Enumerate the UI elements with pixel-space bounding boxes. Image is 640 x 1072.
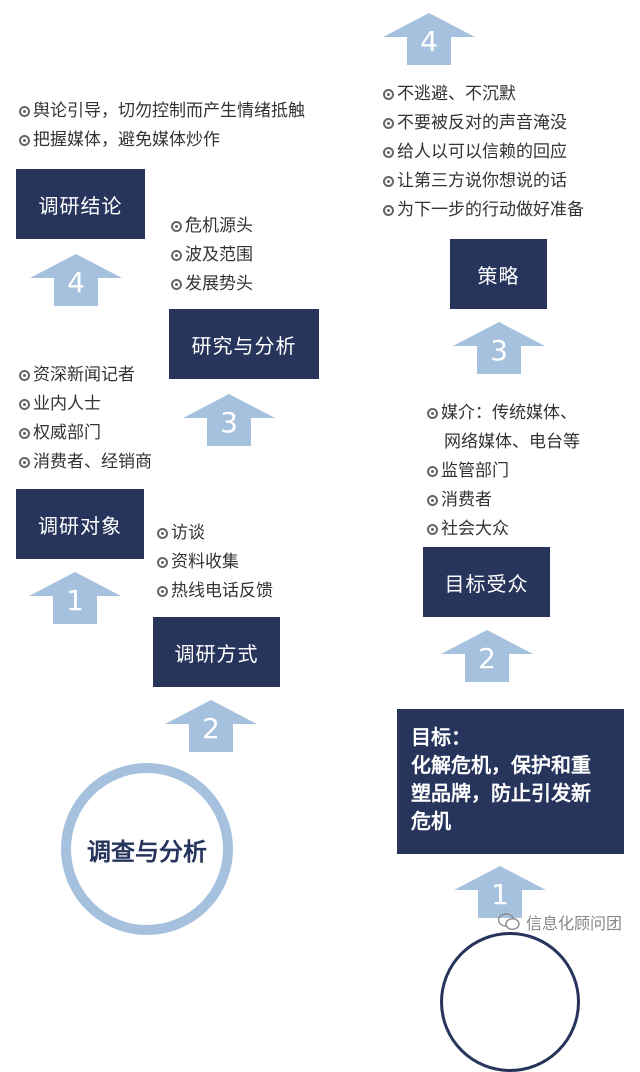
box-survey-method: 调研方式 xyxy=(153,617,280,687)
step-arrow-right-1: 1 xyxy=(454,866,546,918)
partial-circle-decoration xyxy=(440,932,580,1072)
list-item: 网络媒体、电台等 xyxy=(444,432,580,452)
list-item: 消费者 xyxy=(427,486,580,515)
bullet-icon xyxy=(171,279,182,290)
list-item: 热线电话反馈 xyxy=(157,577,273,606)
list-strategy: 不逃避、不沉默 不要被反对的声音淹没 给人以可以信赖的回应 让第三方说你想说的话… xyxy=(383,80,584,225)
wechat-icon xyxy=(497,913,520,931)
list-item: 媒介：传统媒体、 xyxy=(427,399,580,428)
goal-text: 化解危机，保护和重塑品牌，防止引发新危机 xyxy=(411,753,591,833)
list-target-audience: 媒介：传统媒体、 网络媒体、电台等 监管部门 消费者 社会大众 xyxy=(427,399,580,544)
goal-box: 目标： 化解危机，保护和重塑品牌，防止引发新危机 xyxy=(397,709,624,854)
goal-title: 目标： xyxy=(411,725,471,749)
bullet-icon xyxy=(427,408,438,419)
list-item: 波及范围 xyxy=(171,241,253,270)
step-arrow-left-3: 3 xyxy=(183,394,275,446)
list-item: 舆论引导，切勿控制而产生情绪抵触 xyxy=(19,97,305,126)
box-survey-target: 调研对象 xyxy=(16,489,144,559)
list-item: 权威部门 xyxy=(19,419,152,448)
list-item: 把握媒体，避免媒体炒作 xyxy=(19,126,305,155)
box-research-analysis: 研究与分析 xyxy=(169,309,319,379)
bullet-icon xyxy=(427,524,438,535)
list-survey-conclusion: 舆论引导，切勿控制而产生情绪抵触 把握媒体，避免媒体炒作 xyxy=(19,97,305,155)
list-item: 发展势头 xyxy=(171,270,253,299)
step-arrow-right-3: 3 xyxy=(453,322,545,374)
box-target-audience: 目标受众 xyxy=(423,547,550,617)
step-arrow-left-4: 4 xyxy=(30,254,122,306)
list-item: 监管部门 xyxy=(427,457,580,486)
bullet-icon xyxy=(383,89,394,100)
bullet-icon xyxy=(157,586,168,597)
list-survey-method: 访谈 资料收集 热线电话反馈 xyxy=(157,519,273,606)
bullet-icon xyxy=(427,495,438,506)
list-item: 让第三方说你想说的话 xyxy=(383,167,584,196)
process-circle xyxy=(61,763,233,935)
bullet-icon xyxy=(171,221,182,232)
list-item: 为下一步的行动做好准备 xyxy=(383,196,584,225)
step-arrow-right-4: 4 xyxy=(383,13,475,65)
bullet-icon xyxy=(19,135,30,146)
bullet-icon xyxy=(19,457,30,468)
list-item: 不逃避、不沉默 xyxy=(383,80,584,109)
watermark-text: 信息化顾问团 xyxy=(525,914,622,933)
step-arrow-left-1: 1 xyxy=(29,572,121,624)
list-item: 给人以可以信赖的回应 xyxy=(383,138,584,167)
bullet-icon xyxy=(19,399,30,410)
step-arrow-left-2: 2 xyxy=(165,700,257,752)
bullet-icon xyxy=(157,528,168,539)
watermark: 信息化顾问团 xyxy=(497,910,622,934)
bullet-icon xyxy=(427,466,438,477)
bullet-icon xyxy=(171,250,182,261)
bullet-icon xyxy=(19,106,30,117)
list-item: 资深新闻记者 xyxy=(19,361,152,390)
list-research-analysis: 危机源头 波及范围 发展势头 xyxy=(171,212,253,299)
list-item: 消费者、经销商 xyxy=(19,448,152,477)
bullet-icon xyxy=(383,118,394,129)
bullet-icon xyxy=(383,205,394,216)
step-arrow-right-2: 2 xyxy=(441,630,533,682)
bullet-icon xyxy=(157,557,168,568)
list-item: 访谈 xyxy=(157,519,273,548)
bullet-icon xyxy=(19,370,30,381)
bullet-icon xyxy=(383,147,394,158)
bullet-icon xyxy=(383,176,394,187)
list-item: 业内人士 xyxy=(19,390,152,419)
bullet-icon xyxy=(19,428,30,439)
list-item: 不要被反对的声音淹没 xyxy=(383,109,584,138)
list-item: 危机源头 xyxy=(171,212,253,241)
box-survey-conclusion: 调研结论 xyxy=(16,169,145,239)
list-item: 社会大众 xyxy=(427,515,580,544)
circle-label: 调查与分析 xyxy=(87,837,207,866)
box-strategy: 策略 xyxy=(450,239,547,309)
list-item: 资料收集 xyxy=(157,548,273,577)
list-survey-target: 资深新闻记者 业内人士 权威部门 消费者、经销商 xyxy=(19,361,152,477)
